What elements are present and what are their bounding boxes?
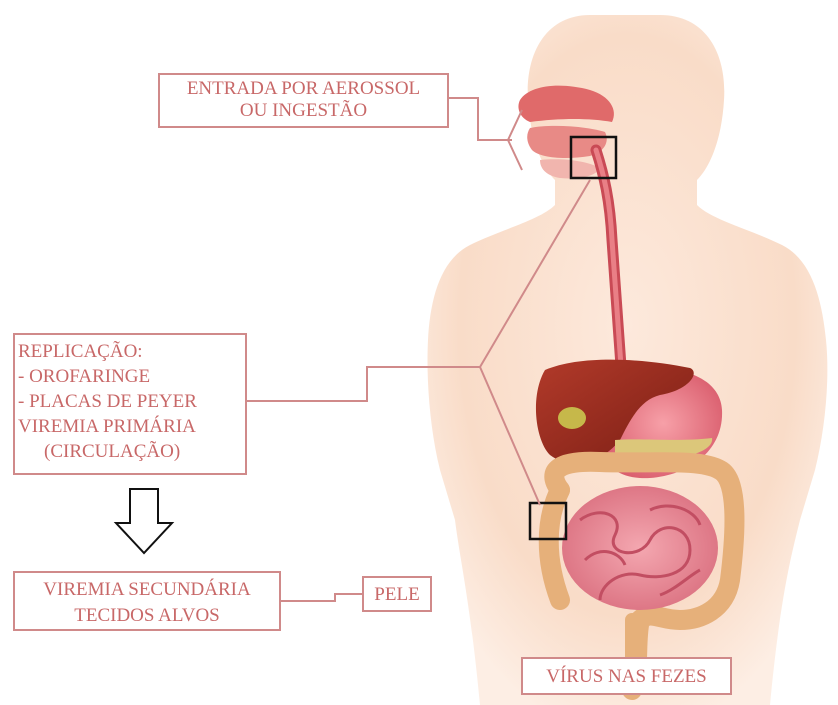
replicacao-label-box: REPLICAÇÃO: - OROFARINGE - PLACAS DE PEY… — [13, 333, 247, 475]
pele-label-box: PELE — [362, 576, 432, 612]
gallbladder — [558, 407, 586, 429]
entrada-line-1: ENTRADA POR AEROSSOL — [160, 78, 447, 100]
entrada-line-2: OU INGESTÃO — [160, 100, 447, 122]
replicacao-line-2: - OROFARINGE — [18, 364, 245, 389]
pele-connector — [281, 594, 362, 601]
pele-label: PELE — [364, 584, 430, 606]
down-arrow-icon — [116, 489, 172, 553]
virus-fezes-label: VÍRUS NAS FEZES — [523, 666, 730, 688]
entrada-label-box: ENTRADA POR AEROSSOL OU INGESTÃO — [158, 73, 449, 128]
viremia-secundaria-line-1: VIREMIA SECUNDÁRIA — [15, 577, 279, 603]
replicacao-line-4: VIREMIA PRIMÁRIA — [18, 414, 245, 439]
small-intestine — [562, 486, 718, 610]
entrada-connector — [447, 98, 522, 170]
replicacao-line-3: - PLACAS DE PEYER — [18, 389, 245, 414]
replicacao-line-5: (CIRCULAÇÃO) — [18, 439, 245, 464]
viremia-secundaria-line-2: TECIDOS ALVOS — [15, 603, 279, 629]
replicacao-line-1: REPLICAÇÃO: — [18, 339, 245, 364]
viremia-secundaria-label-box: VIREMIA SECUNDÁRIA TECIDOS ALVOS — [13, 571, 281, 631]
virus-fezes-label-box: VÍRUS NAS FEZES — [521, 657, 732, 695]
